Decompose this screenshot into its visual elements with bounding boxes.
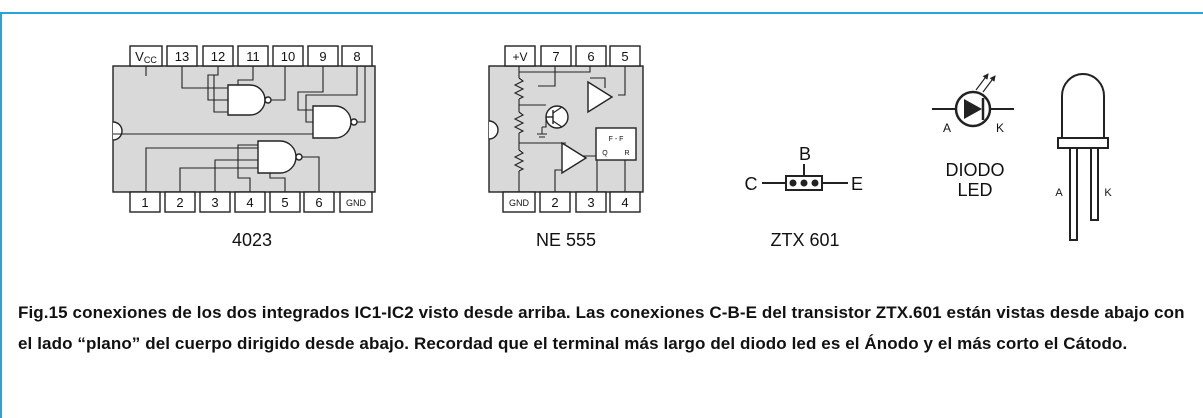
ic-ne555-comparator-2 xyxy=(561,141,588,175)
transistor-pin-c: C xyxy=(745,174,758,194)
ic-4023-pin-12-label: 12 xyxy=(211,49,225,64)
nand-gate-1 xyxy=(227,84,266,116)
ic-ne555-flipflop-q: Q xyxy=(602,150,608,157)
ic-4023-pin-gnd xyxy=(339,191,373,213)
ic-ne555-pin-4-label: 4 xyxy=(621,195,628,210)
ic-4023-notch xyxy=(112,121,123,141)
ic-ne555-flipflop xyxy=(595,127,637,161)
nand-gate-3 xyxy=(257,140,297,174)
diode-pin-k: K xyxy=(996,121,1004,135)
ic-ne555-pin-vplus xyxy=(504,45,536,67)
ic-ne555-pin-7 xyxy=(540,45,572,67)
ic-ne555-labels: +V 7 6 5 GND 2 3 4 F - F Q R NE 555 xyxy=(509,49,630,250)
ic-4023-pin-10-label: 10 xyxy=(281,49,295,64)
ic-ne555-pin-2-label: 2 xyxy=(551,195,558,210)
frame-border-left xyxy=(0,12,2,418)
ic-ne555-flipflop-r: R xyxy=(624,150,629,157)
ic-ne555-name: NE 555 xyxy=(536,230,596,250)
ic-4023-pin-3-label: 3 xyxy=(211,195,218,210)
diode-label-line2: LED xyxy=(957,180,992,200)
led-symbol-labels: A K DIODO LED xyxy=(943,121,1005,200)
transistor-ztx601 xyxy=(762,164,848,191)
transistor-name: ZTX 601 xyxy=(770,230,839,250)
ic-4023-pin-2-label: 2 xyxy=(176,195,183,210)
ic-ne555-pin-6 xyxy=(575,45,607,67)
ground-icon xyxy=(537,127,547,138)
ic-4023-pin-4-label: 4 xyxy=(246,195,253,210)
diode-pin-a: A xyxy=(943,121,951,135)
ic-4023-pin-6-label: 6 xyxy=(315,195,322,210)
ic-4023-pin-gnd-label: GND xyxy=(346,198,367,208)
frame-border-top xyxy=(0,12,1203,14)
ic-ne555-flipflop-label: F - F xyxy=(609,136,624,143)
ic-4023-pin-10 xyxy=(272,45,304,67)
led-pin-k: K xyxy=(1104,187,1112,199)
transistor-pin-b: B xyxy=(799,144,811,164)
led-cathode-leg xyxy=(1090,147,1099,221)
led-anode-leg xyxy=(1069,147,1078,241)
ic-ne555-comparator-1 xyxy=(587,80,614,114)
led-pin-a: A xyxy=(1055,187,1063,199)
transistor-labels: B C E ZTX 601 xyxy=(745,144,864,250)
ic-ne555-pin-5-label: 5 xyxy=(621,49,628,64)
ic-ne555-pin-gnd-label: GND xyxy=(509,198,530,208)
led-component xyxy=(1057,73,1109,241)
ic-ne555-notch xyxy=(488,120,499,140)
figure-caption: Fig.15 conexiones de los dos integrados … xyxy=(18,303,1185,353)
ic-ne555-pin-6-label: 6 xyxy=(587,49,594,64)
ic-4023-pin-8-label: 8 xyxy=(353,49,360,64)
transistor-pin-e: E xyxy=(851,174,863,194)
ic-4023-pin-1 xyxy=(129,191,161,213)
ic-4023 xyxy=(112,45,376,213)
ic-ne555-pin-3-label: 3 xyxy=(587,195,594,210)
ic-4023-pin-5-label: 5 xyxy=(281,195,288,210)
ic-4023-pin-1-label: 1 xyxy=(141,195,148,210)
ic-4023-pin-vcc-label: VCC xyxy=(135,49,157,65)
led-flange xyxy=(1057,137,1109,149)
figure-drawing: VCC 13 12 11 10 9 8 1 2 3 4 5 6 GND 4023 xyxy=(112,45,1112,250)
ic-4023-pin-13-label: 13 xyxy=(175,49,189,64)
led-component-labels: A K xyxy=(1055,187,1112,199)
led-dome xyxy=(1061,73,1105,139)
led-symbol xyxy=(932,73,1014,128)
ic-4023-pin-11-label: 11 xyxy=(246,49,260,64)
ic-4023-name: 4023 xyxy=(232,230,272,250)
ic-ne555 xyxy=(488,45,644,213)
ic-ne555-pin-vplus-label: +V xyxy=(512,50,527,64)
ic-ne555-pin-3 xyxy=(575,191,607,213)
nand-gate-2 xyxy=(312,105,352,139)
ic-ne555-pin-7-label: 7 xyxy=(552,49,559,64)
ic-4023-pin-9-label: 9 xyxy=(319,49,326,64)
diode-label-line1: DIODO xyxy=(945,160,1004,180)
ic-4023-labels: VCC 13 12 11 10 9 8 1 2 3 4 5 6 GND 4023 xyxy=(135,49,366,250)
